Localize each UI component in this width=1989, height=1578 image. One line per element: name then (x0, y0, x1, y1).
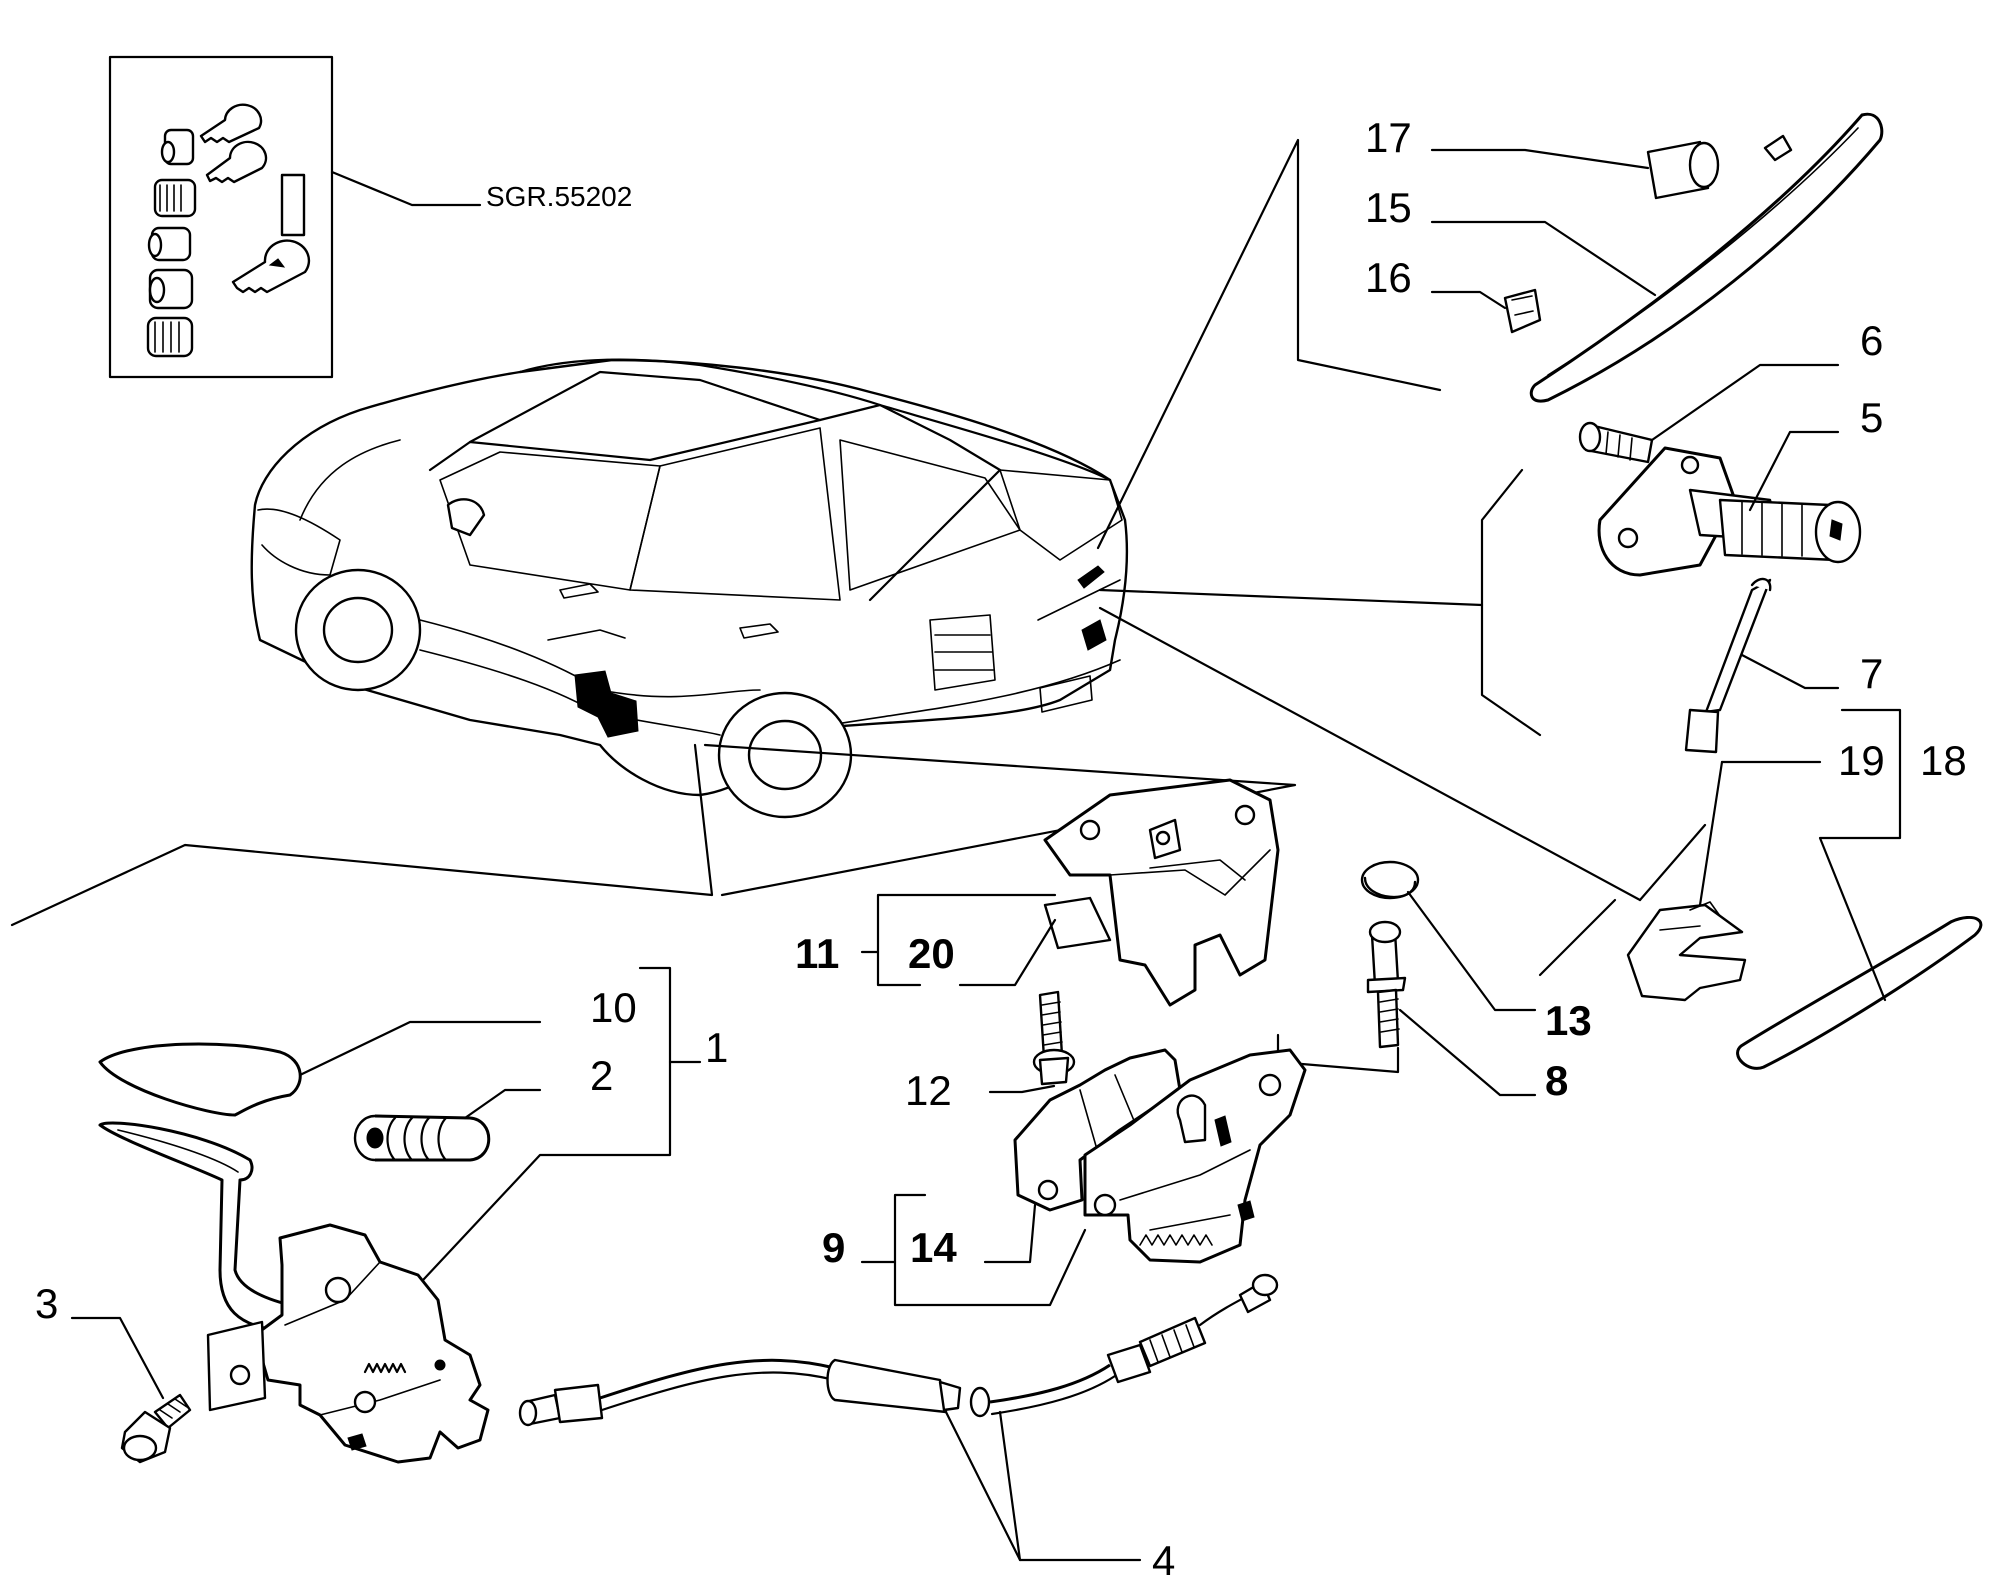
callout-12: 12 (905, 1067, 952, 1114)
key-lock-set: SGR.55202 (108, 55, 632, 379)
part-2-spring (353, 1114, 491, 1162)
part-15-trim-strip (1529, 112, 1884, 403)
callout-20: 20 (908, 930, 955, 977)
callout-17: 17 (1365, 114, 1412, 161)
callout-7: 7 (1860, 650, 1883, 697)
part-1-release-lever (98, 1121, 490, 1464)
leader-car-to-lock (1098, 588, 1542, 737)
leader-strip-lower-2 (1538, 898, 1617, 977)
leader-strip-lower (1638, 823, 1707, 902)
callout-5: 5 (1860, 394, 1883, 441)
part-18-trim-strip (1736, 916, 1983, 1070)
callout-11: 11 (795, 930, 839, 977)
callout-19: 19 (1838, 737, 1885, 784)
reference-code: SGR.55202 (486, 181, 632, 212)
car-illustration (250, 358, 1129, 819)
part-9-latch (1083, 1048, 1307, 1264)
leader-car-to-lock-upper (1480, 468, 1524, 607)
callout-15: 15 (1365, 184, 1412, 231)
part-10-handle-cover (98, 1042, 302, 1117)
leader-car-to-trunk-upper (1096, 138, 1442, 550)
part-8-stud (1366, 920, 1407, 1049)
part-16-clip (1503, 288, 1542, 334)
part-4-cable (518, 1273, 1279, 1427)
part-20-striker-bracket (1043, 778, 1280, 1007)
part-17-cap (1646, 140, 1720, 200)
callout-14: 14 (910, 1224, 957, 1271)
part-3-bolt (120, 1393, 192, 1464)
part-13-cap (1360, 860, 1420, 900)
callout-3: 3 (35, 1280, 58, 1327)
callout-16: 16 (1365, 254, 1412, 301)
leader-car-to-latch (703, 743, 1297, 897)
callout-6: 6 (1860, 317, 1883, 364)
part-11-striker-plate (1043, 896, 1112, 950)
leader-car-to-strip (1098, 606, 1642, 902)
callout-1: 1 (705, 1024, 728, 1071)
callout-2: 2 (590, 1052, 613, 1099)
part-14-latch-bracket (1013, 1048, 1182, 1212)
part-7-rod (1684, 577, 1772, 754)
callout-10: 10 (590, 984, 637, 1031)
part-5-lock-cylinder (1597, 446, 1862, 577)
part-12-bolt (1032, 990, 1076, 1086)
callout-9: 9 (822, 1224, 845, 1271)
part-19-clip (1626, 901, 1747, 1002)
callout-8: 8 (1545, 1057, 1568, 1104)
part-6-screw (1578, 421, 1654, 464)
lock-cylinder-icon (146, 128, 197, 358)
leader-car-to-lever (10, 743, 714, 927)
callout-13: 13 (1545, 997, 1592, 1044)
callout-4: 4 (1152, 1537, 1175, 1578)
callout-18: 18 (1920, 737, 1967, 784)
key-icon (199, 103, 311, 294)
